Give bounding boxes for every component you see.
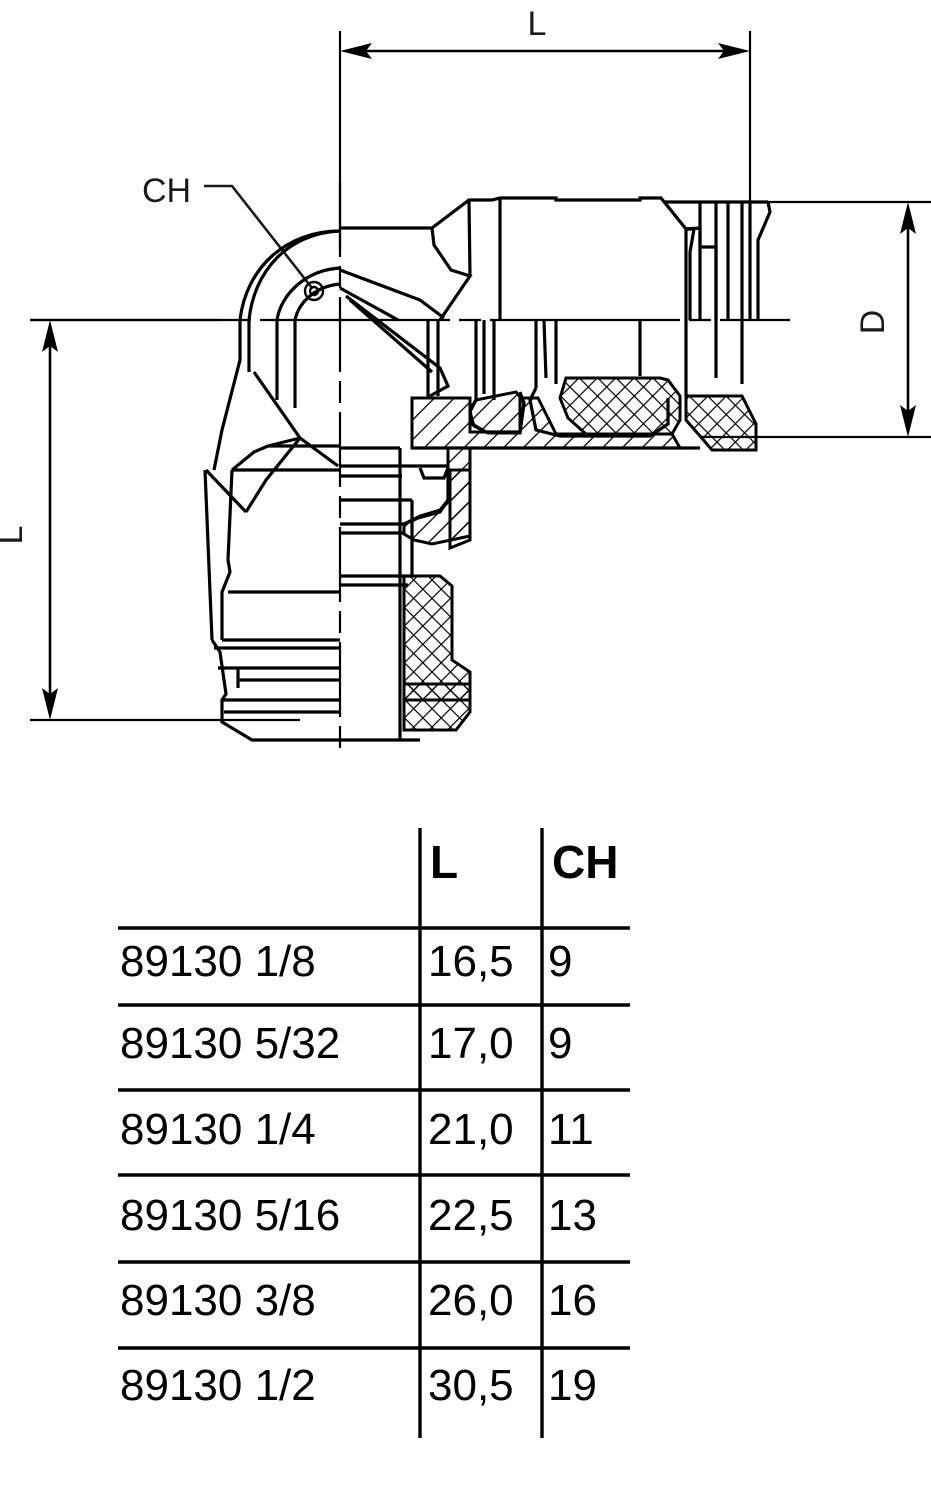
arrowhead-bottom bbox=[42, 688, 58, 720]
table-header-CH: CH bbox=[552, 836, 618, 888]
cell-part-number: 89130 1/2 bbox=[120, 1361, 316, 1410]
knuckle-facet-b bbox=[204, 468, 248, 514]
knuckle-facet-c bbox=[299, 436, 339, 468]
elbow-fitting-drawing: L L D CH bbox=[0, 5, 931, 748]
table-row: 89130 1/4 21,0 11 bbox=[120, 1105, 594, 1154]
lower-leg-nut-left bbox=[220, 469, 234, 640]
cell-part-number: 89130 3/8 bbox=[120, 1276, 316, 1325]
seal-upper-foot bbox=[684, 394, 758, 452]
cell-part-number: 89130 1/4 bbox=[120, 1105, 316, 1154]
elbow-inner-arc bbox=[293, 282, 341, 408]
upper-leg-facet-4 bbox=[339, 286, 399, 322]
seal-lower-foot bbox=[402, 682, 472, 732]
seal-upper bbox=[558, 376, 682, 436]
leader-line bbox=[204, 184, 314, 289]
dimension-length-top: L bbox=[338, 5, 752, 250]
cell-wrench: 13 bbox=[548, 1191, 597, 1240]
callout-label-CH: CH bbox=[142, 172, 191, 210]
cell-part-number: 89130 1/8 bbox=[120, 937, 316, 986]
dimension-label-L-left: L bbox=[0, 526, 30, 545]
elbow-mid-arc bbox=[275, 266, 341, 400]
cell-wrench: 9 bbox=[548, 1019, 572, 1068]
cell-length: 16,5 bbox=[428, 937, 514, 986]
upper-leg-facet-1 bbox=[430, 227, 473, 321]
body-wall-lower-2 bbox=[448, 468, 472, 551]
dimension-label-D: D bbox=[854, 310, 892, 335]
cell-part-number: 89130 5/16 bbox=[120, 1191, 340, 1240]
cell-wrench: 9 bbox=[548, 937, 572, 986]
lower-leg-nut-chamfer3 bbox=[267, 436, 301, 448]
seal-lower bbox=[402, 574, 472, 702]
knuckle-facet-a bbox=[244, 371, 303, 513]
cell-length: 17,0 bbox=[428, 1019, 514, 1068]
upper-leg-facet-3 bbox=[339, 268, 445, 320]
upper-leg-facet-2 bbox=[467, 199, 472, 277]
table-header-row: L CH bbox=[430, 836, 618, 888]
cell-length: 26,0 bbox=[428, 1276, 514, 1325]
dimension-length-left: L bbox=[0, 318, 300, 722]
collar-chamfer bbox=[756, 201, 772, 320]
knuckle-facet-d bbox=[203, 469, 214, 641]
cell-length: 21,0 bbox=[428, 1105, 514, 1154]
elbow-outer-arc-2 bbox=[247, 229, 341, 372]
arrowhead-bottom bbox=[900, 405, 916, 437]
lower-leg-nut-chamfer bbox=[230, 444, 269, 472]
bore-line-g bbox=[542, 319, 548, 379]
collar-taper bbox=[686, 227, 696, 320]
cell-part-number: 89130 5/32 bbox=[120, 1019, 340, 1068]
table-header-L: L bbox=[430, 836, 458, 888]
table-row: 89130 3/8 26,0 16 bbox=[120, 1276, 597, 1325]
callout-wrench-size: CH bbox=[142, 172, 325, 302]
cell-wrench: 16 bbox=[548, 1276, 597, 1325]
cell-length: 22,5 bbox=[428, 1191, 514, 1240]
arrowhead-top bbox=[42, 320, 58, 352]
arrowhead-left bbox=[340, 43, 372, 59]
dimension-label-L-top: L bbox=[528, 5, 547, 43]
cell-length: 30,5 bbox=[428, 1361, 514, 1410]
fitting-body bbox=[203, 196, 772, 742]
table-row: 89130 1/2 30,5 19 bbox=[120, 1361, 597, 1410]
arrowhead-right bbox=[718, 43, 750, 59]
lower-step-2 bbox=[418, 467, 450, 480]
upper-leg-facet-6 bbox=[348, 298, 434, 374]
arrowhead-top bbox=[900, 202, 916, 234]
table-row: 89130 1/8 16,5 9 bbox=[120, 937, 572, 986]
cell-wrench: 19 bbox=[548, 1361, 597, 1410]
table-row: 89130 5/32 17,0 9 bbox=[120, 1019, 572, 1068]
table-row: 89130 5/16 22,5 13 bbox=[120, 1191, 597, 1240]
wrench-flat-marker-outer bbox=[303, 280, 325, 302]
cell-wrench: 11 bbox=[548, 1105, 594, 1154]
